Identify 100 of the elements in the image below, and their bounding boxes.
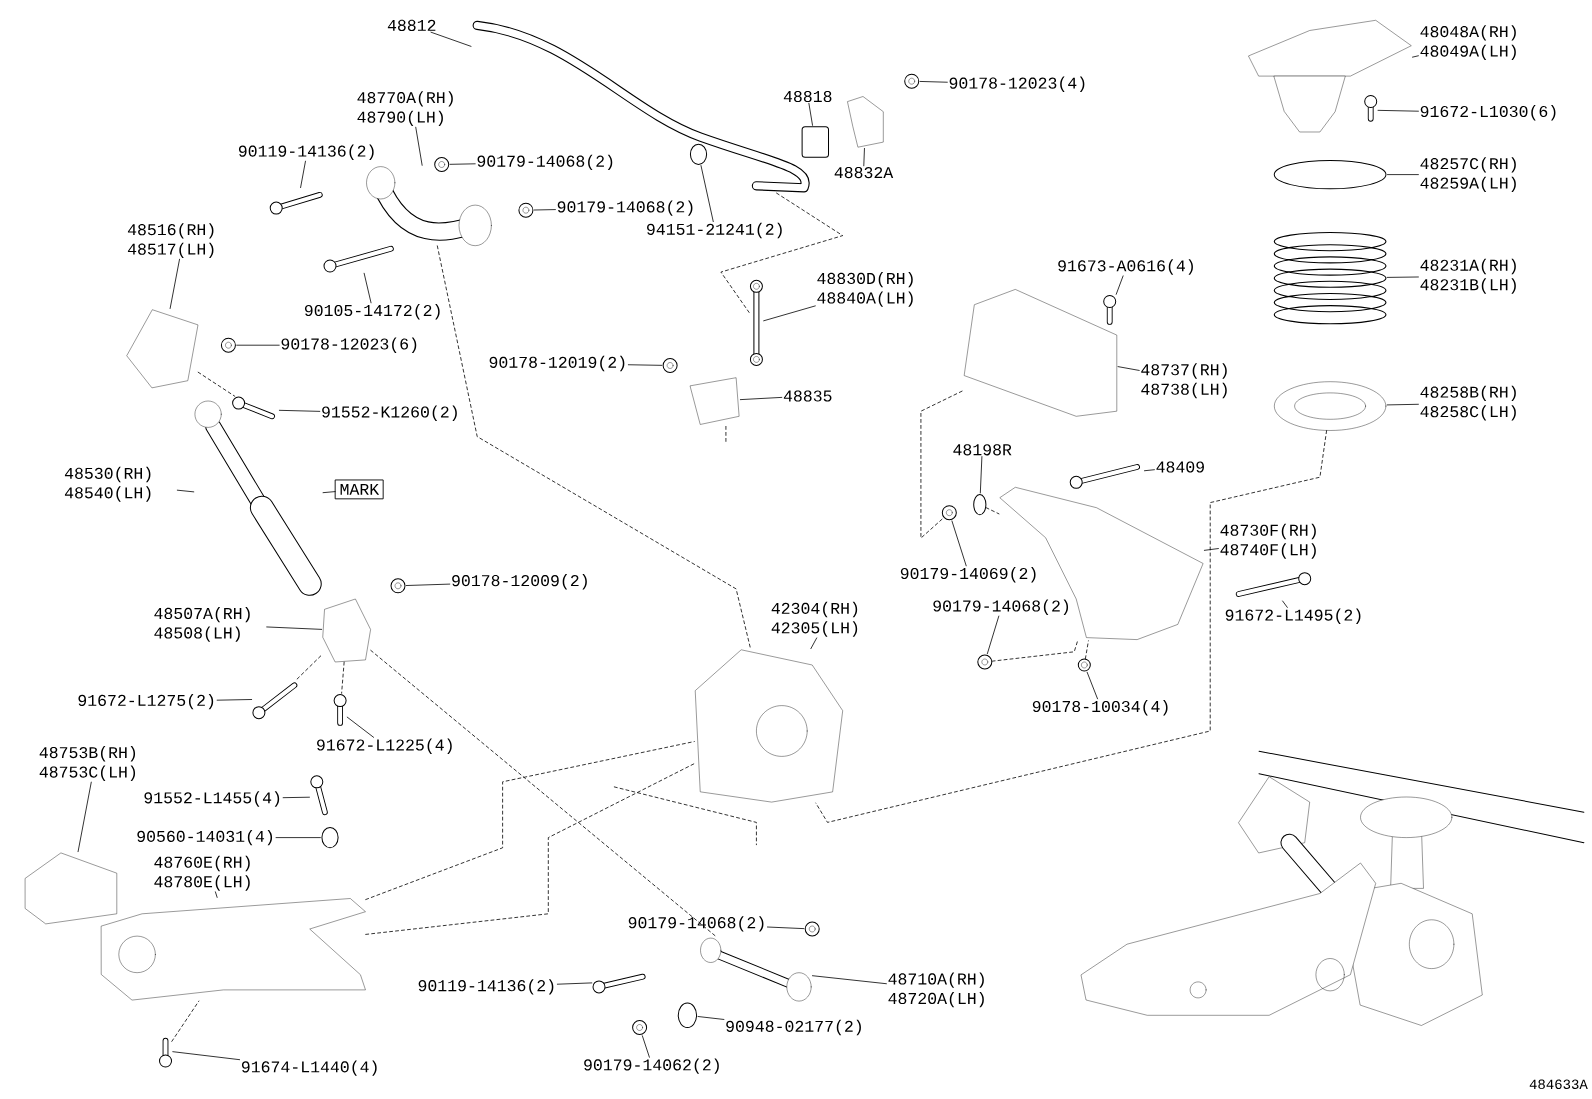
leader-line <box>1115 275 1124 295</box>
bolt-drawing <box>269 192 323 215</box>
nut-drawing <box>632 1020 648 1035</box>
assembly-line <box>365 741 695 900</box>
bracket-drawing <box>126 309 199 388</box>
part-number: 48818 <box>783 90 832 103</box>
part-number: 90179-14068(2) <box>557 200 693 216</box>
part-number: 48737(RH) 48738(LH) <box>1141 363 1227 399</box>
bolt-drawing <box>1364 95 1378 122</box>
leader-line <box>300 160 306 188</box>
part-number: 48812 <box>387 19 436 31</box>
leader-line <box>1377 109 1419 112</box>
part-number: 91672-L1030(6) <box>1420 105 1556 121</box>
part-number: 48730F(RH) 48740F(LH) <box>1220 523 1316 559</box>
nut-drawing <box>518 202 534 218</box>
assembly-line <box>720 192 844 314</box>
leader-line <box>278 409 321 412</box>
leader-line <box>266 626 323 630</box>
part-number: 48198R <box>953 444 1012 456</box>
part-number: 48257C(RH) 48259A(LH) <box>1420 157 1516 193</box>
bracket-drawing <box>322 598 371 663</box>
bolt-drawing <box>310 775 328 816</box>
leader-line <box>1386 276 1419 278</box>
cover-drawing <box>964 289 1117 417</box>
part-number: 90178-10034(4) <box>1032 700 1168 716</box>
part-number: 90178-12023(6) <box>281 337 417 353</box>
part-number: 48048A(RH) 48049A(LH) <box>1420 25 1516 61</box>
part-number: 48710A(RH) 48720A(LH) <box>888 972 984 1008</box>
leader-line <box>1117 366 1140 371</box>
nut-drawing <box>434 157 450 172</box>
part-number: 48409 <box>1156 461 1204 473</box>
leader-line <box>763 305 816 322</box>
part-number: 90119-14136(2) <box>418 979 554 995</box>
leader-line <box>322 491 336 494</box>
leader-line <box>556 982 593 985</box>
part-number: 90179-14068(2) <box>933 599 1069 615</box>
leader-line <box>808 102 813 126</box>
part-number: 90105-14172(2) <box>304 304 440 320</box>
leader-line <box>449 163 476 165</box>
leader-line <box>236 344 280 346</box>
steering-knuckle-drawing <box>695 649 843 803</box>
assembly-line <box>1085 640 1089 660</box>
bolt-drawing <box>323 245 394 273</box>
leader-line <box>979 456 983 494</box>
part-number: 90560-14031(4) <box>137 829 273 846</box>
leader-line <box>1386 403 1419 406</box>
part-number: 90178-12019(2) <box>489 355 625 372</box>
strut-mount-drawing <box>1248 20 1412 133</box>
part-number: 90178-12009(2) <box>452 574 587 590</box>
part-number: 90179-14068(2) <box>628 916 764 932</box>
leader-line <box>739 397 783 400</box>
spring-seat-drawing <box>1274 381 1387 431</box>
leader-line <box>863 148 865 167</box>
bracket-drawing <box>690 377 740 425</box>
part-number: 48258B(RH) 48258C(LH) <box>1420 385 1516 421</box>
leader-line <box>282 796 310 799</box>
part-number: 91674-L1440(4) <box>241 1060 377 1076</box>
washer-drawing <box>677 1002 698 1028</box>
nut-drawing <box>904 73 920 89</box>
leader-line <box>627 364 663 366</box>
leader-line <box>697 1016 725 1020</box>
part-number: 91673-A0616(4) <box>1058 259 1193 275</box>
drawing-number: 484633A <box>1529 1079 1588 1090</box>
part-number: 91552-L1455(4) <box>144 791 280 807</box>
leader-line <box>533 209 556 211</box>
leader-line <box>415 126 423 166</box>
part-number: 91672-L1275(2) <box>78 693 214 710</box>
leader-line <box>430 31 472 47</box>
part-number: 48516(RH) 48517(LH) <box>127 223 214 259</box>
link-rod-drawing <box>700 937 812 1002</box>
part-number: 90179-14062(2) <box>584 1058 719 1074</box>
bolt-drawing <box>252 682 298 720</box>
leader-line <box>700 165 714 222</box>
part-number: 91672-L1495(2) <box>1225 608 1361 624</box>
bracket-drawing <box>847 96 884 148</box>
part-number: 48835 <box>783 390 832 402</box>
assembly-line <box>920 390 964 539</box>
bolt-drawing <box>232 396 275 420</box>
shock-absorber-drawing <box>194 400 322 596</box>
part-number: 48753B(RH) 48753C(LH) <box>39 746 136 781</box>
part-number: 48770A(RH) 48790(LH) <box>357 91 453 127</box>
leader-line <box>1144 469 1155 472</box>
leader-line <box>810 637 818 650</box>
leader-line <box>919 81 948 83</box>
assembly-line <box>370 649 718 938</box>
assembly-line <box>197 371 236 397</box>
bolt-drawing <box>1103 295 1117 325</box>
leader-line <box>215 891 218 898</box>
part-number: 48830D(RH) 48840A(LH) <box>817 271 913 307</box>
part-number: 90178-12023(4) <box>949 76 1085 92</box>
leader-line <box>176 489 195 493</box>
part-number: 48832A <box>834 167 894 179</box>
part-number: 42304(RH) 42305(LH) <box>771 601 858 637</box>
leader-line <box>1412 55 1419 58</box>
leader-line <box>1387 174 1419 175</box>
leader-line <box>986 615 1000 655</box>
leader-line <box>1282 600 1288 608</box>
assembly-line <box>815 430 1327 823</box>
leader-line <box>172 1051 240 1061</box>
nut-drawing <box>390 578 406 594</box>
